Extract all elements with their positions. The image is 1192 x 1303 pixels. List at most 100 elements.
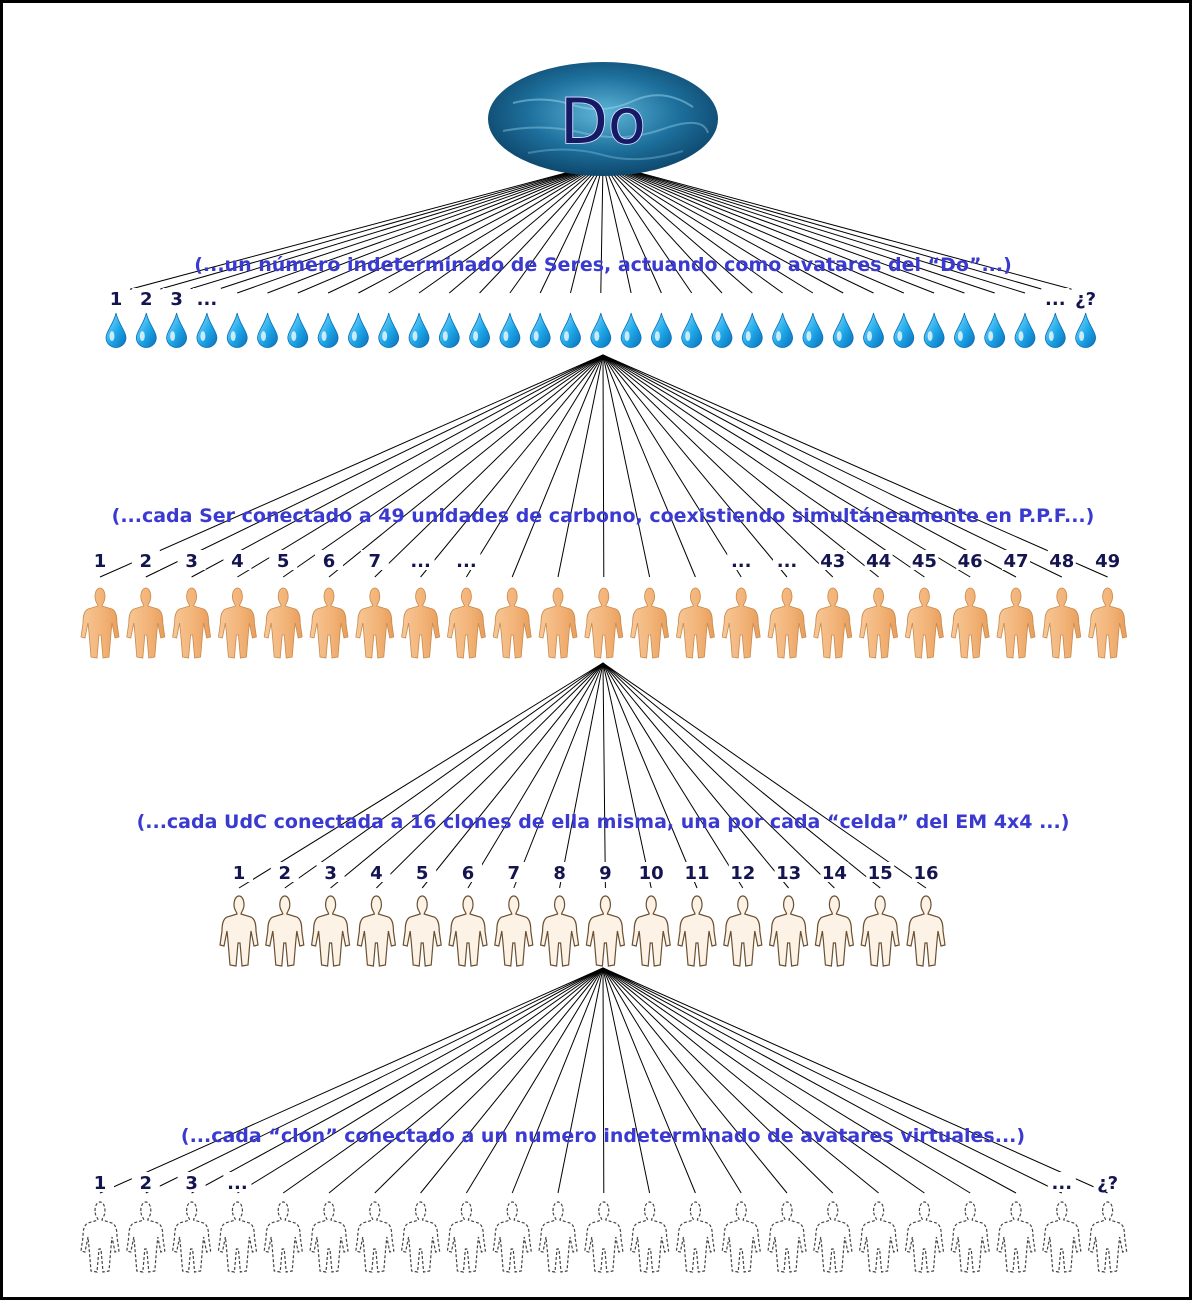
drops-number-label: 3 (170, 289, 183, 310)
virtual-avatars-number-label: ... (1052, 1173, 1073, 1194)
connector-line (237, 967, 604, 1194)
connector-line (602, 967, 925, 1194)
connector-line (376, 662, 604, 889)
connector-line (297, 162, 604, 294)
carbon-units-node: 49 (1088, 550, 1128, 659)
drops-node (802, 312, 824, 348)
connector-line (602, 967, 742, 1194)
water-drop-icon (741, 312, 763, 348)
water-drop-icon (105, 312, 127, 348)
dashed-human-icon (675, 1201, 716, 1273)
carbon-units-number-label: ... (731, 551, 752, 572)
dashed-human-icon (126, 1201, 166, 1273)
water-drop-icon (226, 312, 248, 348)
connector-line (557, 354, 604, 578)
clones-number-label: 11 (684, 863, 709, 884)
connector-line (602, 162, 874, 294)
connector-line (465, 354, 604, 578)
dashed-human-icon (1042, 1201, 1082, 1273)
dashed-human-icon (950, 1201, 990, 1273)
clones-node: 3 (310, 862, 351, 967)
water-drop-icon (1044, 312, 1066, 348)
carbon-units-node (675, 587, 715, 659)
human-figure-icon (675, 587, 715, 659)
sea-ellipse-icon (488, 62, 718, 176)
connector-line (602, 967, 1108, 1194)
connector-line (570, 162, 604, 294)
drops-node (741, 312, 763, 348)
carbon-units-node: 48 (1042, 550, 1082, 659)
dashed-human-icon (217, 1201, 258, 1273)
human-figure-icon (172, 587, 212, 659)
clones-number-label: 8 (553, 863, 566, 884)
carbon-units-node: ... (721, 550, 761, 659)
human-figure-icon (584, 587, 624, 659)
carbon-units-number-label: 49 (1095, 551, 1120, 572)
water-drop-icon (772, 312, 794, 348)
level-carbon-units: (...cada Ser conectado a 49 unidades de … (80, 505, 1128, 659)
connector-line (465, 967, 604, 1194)
dashed-human-icon (355, 1201, 395, 1273)
connector-line (602, 662, 835, 889)
human-figure-icon (355, 587, 395, 659)
connector-line (557, 967, 604, 1194)
virtual-avatars-node: ... (217, 1172, 258, 1273)
connector-lines (99, 162, 1108, 1194)
human-figure-icon (996, 587, 1036, 659)
human-outline-icon (860, 895, 900, 967)
clones-node: 14 (814, 862, 855, 967)
connector-line (145, 967, 604, 1194)
connector-line (282, 967, 604, 1194)
connector-line (99, 354, 604, 578)
human-outline-icon (448, 895, 488, 967)
dashed-human-icon (492, 1201, 532, 1273)
drops-node: 3 (162, 288, 191, 348)
clones-node: 4 (356, 862, 397, 967)
virtual-avatars-node (904, 1201, 945, 1273)
connector-line (602, 162, 1086, 294)
clones-number-label: 7 (508, 863, 521, 884)
drops-node: 1 (102, 288, 130, 348)
water-drop-icon (438, 312, 460, 348)
drops-node (650, 312, 672, 348)
connector-line (330, 662, 604, 889)
connector-line (602, 662, 927, 889)
virtual-avatars-node (584, 1201, 624, 1273)
dashed-human-icon (584, 1201, 624, 1273)
connector-line (511, 354, 604, 578)
virtual-avatars-node (492, 1201, 532, 1273)
clones-number-label: 15 (868, 863, 893, 884)
level-drops: (...un número indeterminado de Seres, ac… (102, 254, 1100, 348)
water-drop-icon (832, 312, 854, 348)
connector-line (238, 662, 604, 889)
drops-node (287, 312, 309, 348)
drops-number-label: ... (197, 289, 218, 310)
human-outline-icon (677, 895, 717, 967)
carbon-units-number-label: 45 (912, 551, 937, 572)
connector-line (602, 162, 693, 294)
drops-node (317, 312, 339, 348)
human-figure-icon (767, 587, 807, 659)
clones-number-label: 14 (822, 863, 847, 884)
connector-line (115, 162, 604, 294)
drops-node (378, 312, 400, 348)
drops-node (560, 312, 581, 348)
carbon-units-number-label: ... (777, 551, 798, 572)
water-drop-icon (196, 312, 218, 348)
water-drop-icon (953, 312, 975, 348)
carbon-units-number-label: 47 (1003, 551, 1028, 572)
drops-number-label: ... (1045, 289, 1066, 310)
connector-line (602, 967, 879, 1194)
carbon-units-node: 4 (217, 550, 257, 659)
human-outline-icon (906, 895, 946, 967)
dashed-human-icon (904, 1201, 945, 1273)
carbon-units-node: 46 (950, 550, 990, 659)
human-figure-icon (950, 587, 990, 659)
human-figure-icon (309, 587, 349, 659)
carbon-units-number-label: 1 (94, 551, 107, 572)
root-label: Do (560, 85, 646, 158)
drops-number-label: 2 (140, 289, 153, 310)
virtual-avatars-node: 3 (171, 1172, 212, 1273)
human-figure-icon (859, 587, 899, 659)
connector-line (602, 354, 788, 578)
